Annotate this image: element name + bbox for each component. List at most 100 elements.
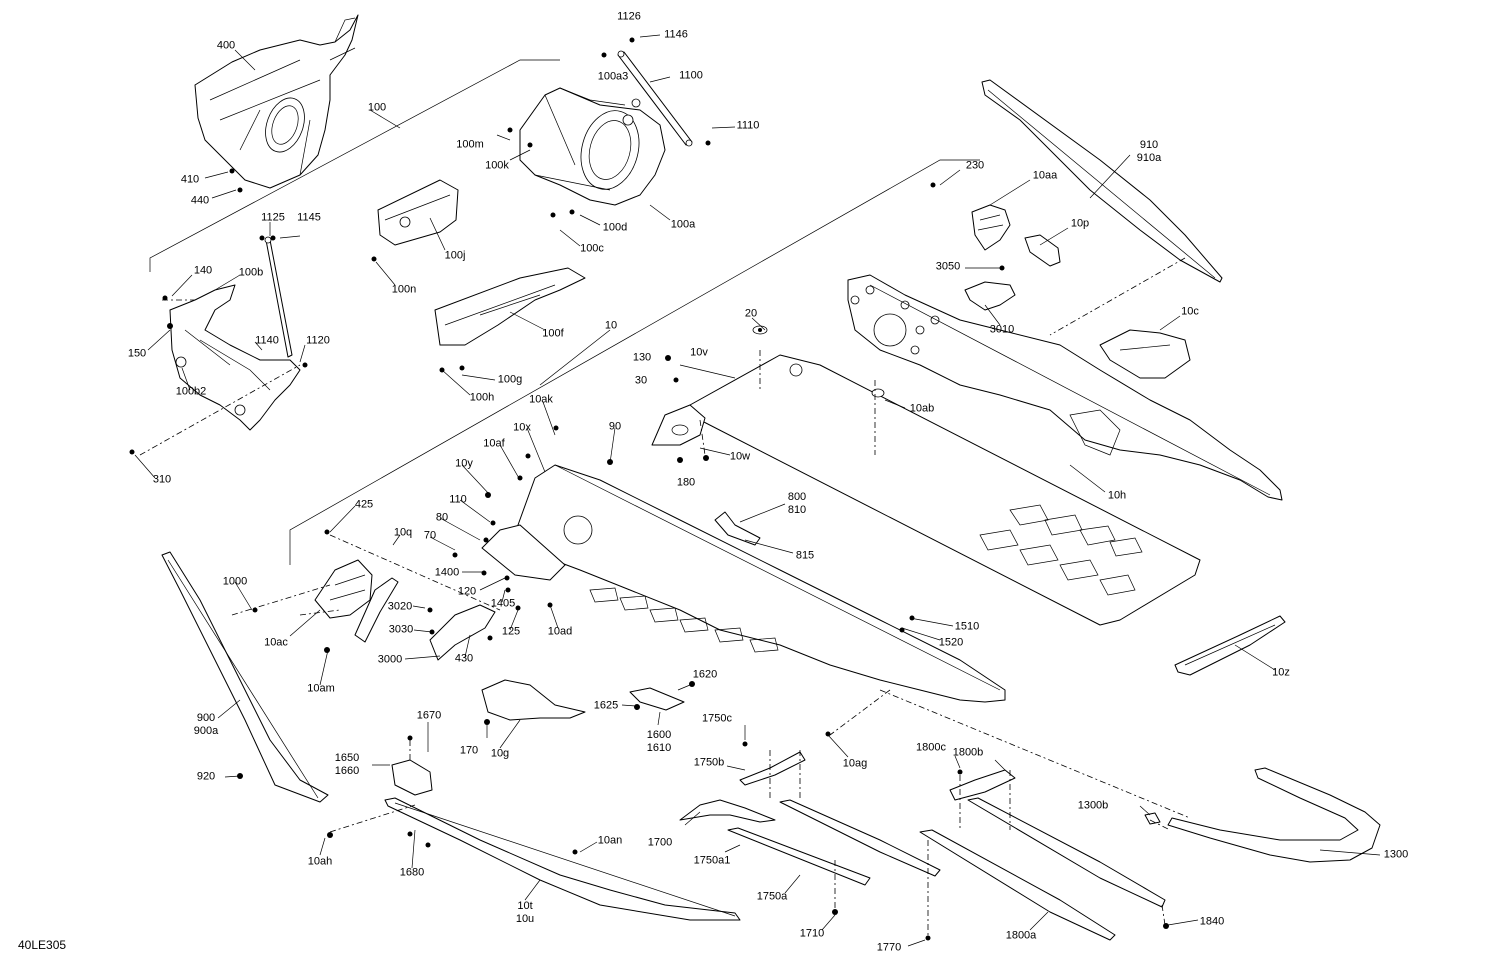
- callout-10aa: 10aa: [1032, 169, 1058, 182]
- callout-100b: 100b: [238, 266, 264, 279]
- callout-125: 125: [501, 625, 521, 638]
- callout-10ac: 10ac: [264, 636, 288, 649]
- callout-1750a: 1750a: [756, 890, 788, 903]
- callout-1125: 1125: [261, 211, 285, 224]
- rear-crossbar-part: [1174, 615, 1286, 676]
- callout-1140: 1140: [255, 334, 279, 347]
- support-bracket-part: [1099, 329, 1191, 379]
- callout-80: 80: [435, 511, 449, 524]
- callout-130: 130: [632, 351, 652, 364]
- callout-400: 400: [216, 39, 236, 52]
- callout-10g: 10g: [490, 747, 510, 760]
- callout-310: 310: [152, 473, 172, 486]
- shock-bracket-part: [429, 604, 496, 661]
- callout-90: 90: [608, 420, 622, 433]
- callout-920: 920: [196, 770, 216, 783]
- front-arm-part: [354, 577, 399, 643]
- bracket-3010-part: [964, 281, 1016, 311]
- left-runner-part: [384, 797, 741, 921]
- callout-800: 800 810: [787, 491, 807, 516]
- callout-10p: 10p: [1070, 217, 1090, 230]
- callout-10ag: 10ag: [842, 757, 868, 770]
- callout-1625: 1625: [593, 699, 619, 712]
- callout-3030: 3030: [388, 623, 414, 636]
- callout-1145: 1145: [297, 211, 321, 224]
- slide-1800c-part: [949, 769, 1016, 801]
- callout-440: 440: [190, 194, 210, 207]
- callout-10q: 10q: [393, 526, 413, 539]
- callout-230: 230: [965, 159, 985, 172]
- callout-140: 140: [193, 264, 213, 277]
- callout-3000: 3000: [377, 653, 403, 666]
- callout-20: 20: [744, 307, 758, 320]
- upper-rail-part: [981, 79, 1223, 283]
- fastener-dots: [129, 37, 1169, 941]
- left-tunnel-panel-part: [517, 464, 1006, 703]
- callout-3020: 3020: [387, 600, 413, 613]
- callout-1110: 1110: [736, 119, 760, 132]
- small-bracket-part: [714, 511, 761, 546]
- callout-10w: 10w: [729, 450, 751, 463]
- callout-120: 120: [457, 585, 477, 598]
- callout-1620: 1620: [692, 668, 718, 681]
- callout-10h: 10h: [1107, 489, 1127, 502]
- front-rail-part: [161, 551, 329, 803]
- callout-180: 180: [676, 476, 696, 489]
- callout-1405: 1405: [490, 597, 516, 610]
- callout-100c: 100c: [580, 242, 604, 255]
- callout-1126: 1126: [617, 10, 641, 23]
- callout-1800c: 1800c: [916, 741, 946, 754]
- callout-900: 900 900a: [193, 712, 219, 737]
- callout-10am: 10am: [307, 682, 335, 695]
- group-separator-lines: [149, 59, 980, 565]
- callout-1750b: 1750b: [693, 756, 725, 769]
- callout-100m: 100m: [456, 138, 484, 151]
- callout-1800a: 1800a: [1005, 929, 1037, 942]
- callout-100d: 100d: [602, 221, 628, 234]
- side-frame-part: [169, 284, 301, 431]
- callout-430: 430: [454, 652, 474, 665]
- diagram-code: 40LE305: [18, 938, 67, 952]
- engine-frame-part: [519, 87, 666, 206]
- callout-10ad: 10ad: [547, 625, 573, 638]
- callout-10an: 10an: [597, 834, 623, 847]
- clip-1300b-part: [1144, 812, 1161, 825]
- slide-1700-part: [679, 799, 776, 823]
- callout-410: 410: [180, 173, 200, 186]
- callout-100b2: 100b2: [175, 385, 207, 398]
- callout-10x: 10x: [513, 421, 531, 434]
- callout-100f: 100f: [542, 327, 564, 340]
- rear-runner-part: [1167, 767, 1381, 863]
- callout-10c: 10c: [1181, 305, 1199, 318]
- upper-front-frame-part: [194, 14, 359, 189]
- right-tunnel-panel-part: [847, 274, 1283, 501]
- callout-100k: 100k: [485, 159, 509, 172]
- cover-plate-part: [377, 179, 459, 246]
- lower-plate-part: [481, 524, 566, 581]
- callout-1700: 1700: [647, 836, 673, 849]
- gusset-part: [971, 204, 1011, 251]
- callout-30: 30: [634, 374, 648, 387]
- callout-150: 150: [127, 347, 147, 360]
- callout-100a: 100a: [670, 218, 696, 231]
- callout-425: 425: [354, 498, 374, 511]
- callout-1750a1: 1750a1: [693, 854, 731, 867]
- callout-1670: 1670: [416, 709, 442, 722]
- mid-support-part: [481, 679, 586, 721]
- callout-3050: 3050: [935, 260, 961, 273]
- tie-rod-part: [617, 50, 693, 147]
- callout-100j: 100j: [444, 249, 466, 262]
- callout-910: 910 910a: [1136, 139, 1162, 164]
- callout-100n: 100n: [391, 283, 417, 296]
- callout-10y: 10y: [455, 457, 473, 470]
- slide-1800a-part: [919, 829, 1116, 941]
- callout-1000: 1000: [222, 575, 248, 588]
- callout-10t: 10t 10u: [515, 900, 535, 925]
- callout-1520: 1520: [938, 636, 964, 649]
- callout-1680: 1680: [399, 866, 425, 879]
- callout-10: 10: [604, 319, 618, 332]
- stopper-part: [629, 687, 685, 711]
- callout-1710: 1710: [799, 927, 825, 940]
